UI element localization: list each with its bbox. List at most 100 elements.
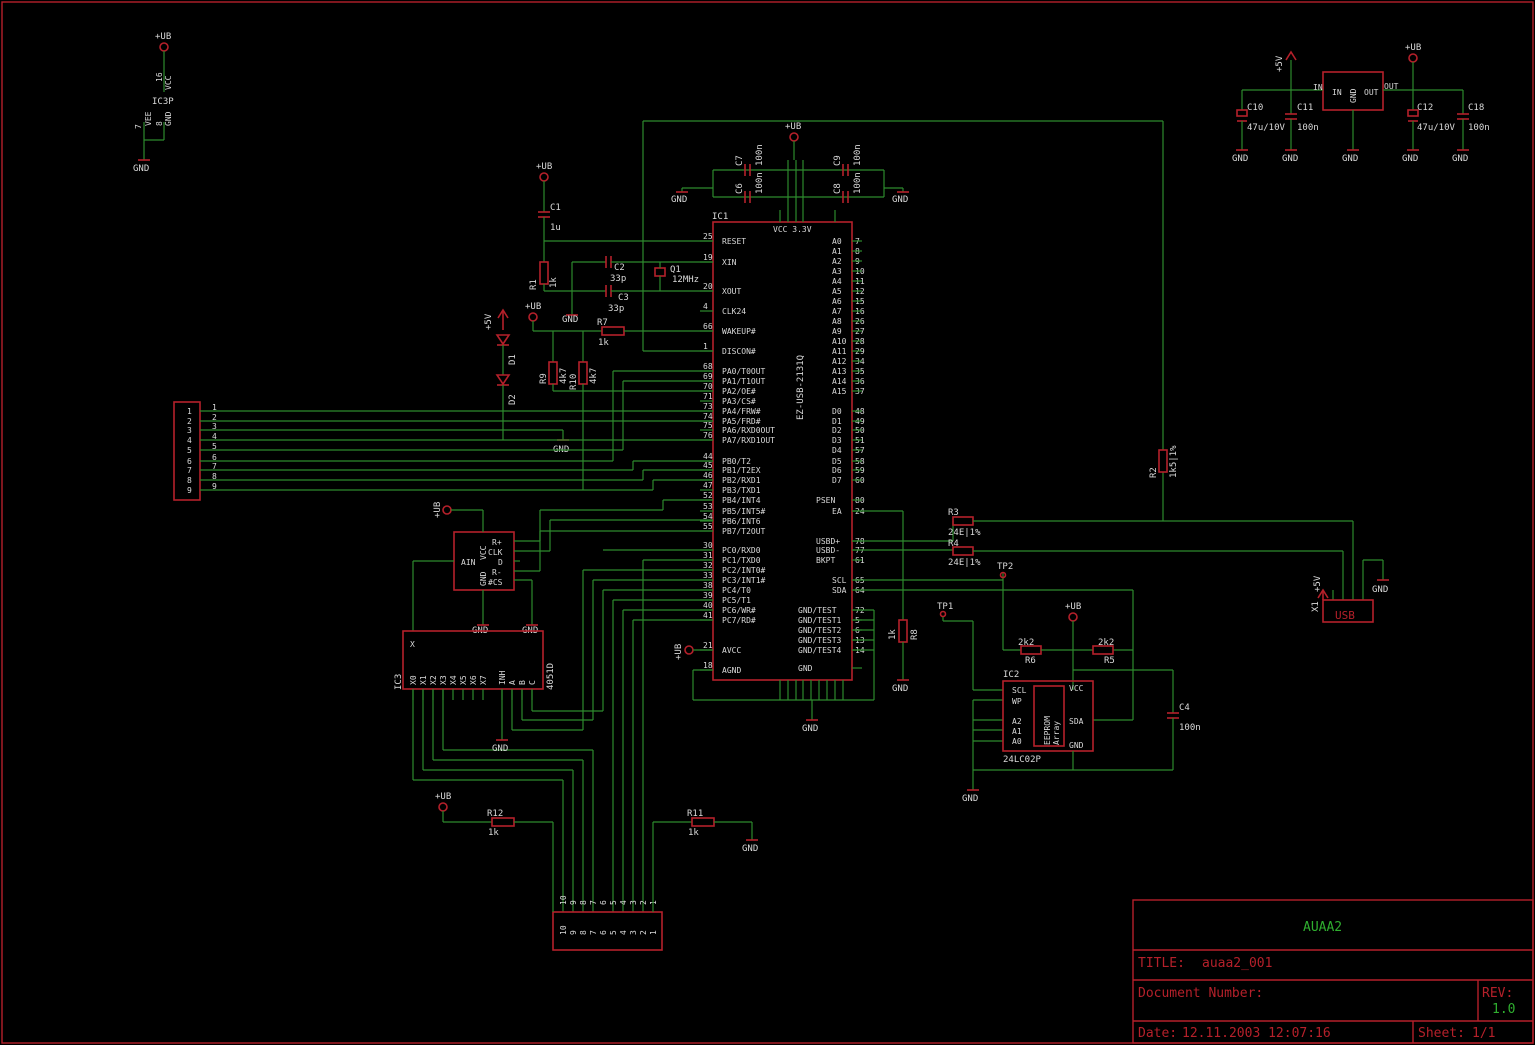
ic1-pin-label: PA5/FRD#: [722, 417, 761, 426]
svg-text:D: D: [498, 558, 503, 567]
connector-pin-number: 6: [599, 930, 608, 935]
document-number-label: Document Number:: [1138, 986, 1263, 1001]
svg-text:GND: GND: [1232, 154, 1248, 164]
svg-text:R9: R9: [539, 373, 549, 384]
revision-label: REV:: [1482, 986, 1513, 1001]
svg-text:+UB: +UB: [1065, 602, 1081, 612]
ic1-pin-label: D7: [832, 476, 842, 485]
mux-pin-label: B: [518, 680, 527, 685]
connector-pin-number: 9: [187, 486, 192, 495]
svg-text:C12: C12: [1417, 103, 1433, 113]
connector-wire-number: 10: [559, 895, 568, 905]
ic1-pin-label: PA0/T0OUT: [722, 367, 766, 376]
ic1-pin-label: PC0/RXD0: [722, 546, 761, 555]
sheet-value: 1/1: [1472, 1026, 1495, 1041]
ic1-pin-number: 45: [703, 461, 713, 470]
svg-text:GND: GND: [742, 844, 758, 854]
svg-text:GND: GND: [479, 571, 488, 586]
ic1-pin-label: PA3/CS#: [722, 397, 756, 406]
svg-text:A1: A1: [1012, 727, 1022, 736]
svg-text:47u/10V: 47u/10V: [1247, 123, 1286, 133]
svg-text:C8: C8: [833, 183, 843, 194]
svg-text:GND: GND: [1069, 741, 1084, 750]
ic1-pin-label: A11: [832, 347, 847, 356]
connector-pin-number: 7: [589, 930, 598, 935]
connector-wire-number: 1: [212, 403, 217, 412]
ic1-pin-label: PC1/TXD0: [722, 556, 761, 565]
connector-pin-number: 4: [187, 436, 192, 445]
svg-text:GND: GND: [1372, 585, 1388, 595]
svg-text:C4: C4: [1179, 703, 1190, 713]
ic1-pin-label: PC5/T1: [722, 596, 751, 605]
ic1-pin-number: 32: [703, 561, 713, 570]
ic1-pin-label: PA4/FRW#: [722, 407, 761, 416]
svg-text:R5: R5: [1104, 656, 1115, 666]
svg-text:SCL: SCL: [1012, 686, 1027, 695]
ic1-pin-label: PB4/INT4: [722, 496, 761, 505]
svg-text:4k7: 4k7: [589, 368, 599, 384]
svg-text:1k: 1k: [688, 828, 699, 838]
connector-wire-number: 4: [619, 900, 628, 905]
ic1-pin-label: D1: [832, 417, 842, 426]
svg-text:1k: 1k: [549, 277, 559, 288]
ic1-pin-label: PB1/T2EX: [722, 466, 761, 475]
ic1-pin-label: USBD-: [816, 546, 840, 555]
ic1-pin-number: 1: [703, 342, 708, 351]
svg-text:8: 8: [155, 121, 164, 126]
svg-text:EEPROM: EEPROM: [1043, 716, 1052, 745]
ic1-pin-label: SCL: [832, 576, 847, 585]
connector-wire-number: 2: [639, 900, 648, 905]
ic1-pin-number: 76: [703, 431, 713, 440]
svg-text:1k: 1k: [888, 629, 898, 640]
svg-text:100n: 100n: [1468, 123, 1490, 133]
svg-text:33p: 33p: [610, 274, 626, 284]
connector-wire-number: 2: [212, 413, 217, 422]
svg-text:100n: 100n: [1297, 123, 1319, 133]
ic1-pin-number: 21: [703, 641, 713, 650]
svg-text:GND: GND: [962, 794, 978, 804]
connector-pin-number: 5: [187, 446, 192, 455]
connector-pin-number: 2: [187, 417, 192, 426]
ic1-pin-label: D0: [832, 407, 842, 416]
ic1-pin-label: D5: [832, 457, 842, 466]
ic1-pin-label: PC4/T0: [722, 586, 751, 595]
svg-text:2k2: 2k2: [1018, 638, 1034, 648]
mux-pin-label: INH: [498, 670, 507, 685]
ic1-pin-label: PA1/T1OUT: [722, 377, 766, 386]
ic1-value: EZ-USB-2131Q: [796, 355, 806, 420]
usb-connector-label: USB: [1335, 609, 1355, 622]
ic1-pin-label: PB2/RXD1: [722, 476, 761, 485]
svg-text:VCC: VCC: [164, 75, 173, 90]
svg-text:R10: R10: [569, 374, 579, 390]
svg-text:2k2: 2k2: [1098, 638, 1114, 648]
ic1-pin-label: PC6/WR#: [722, 606, 756, 615]
svg-text:GND: GND: [562, 315, 578, 325]
svg-text:C3: C3: [618, 293, 629, 303]
connector-wire-number: 3: [212, 422, 217, 431]
ic1-pin-number: 25: [703, 232, 713, 241]
ic1-pin-label: AVCC: [722, 646, 741, 655]
ic1-pin-label: A3: [832, 267, 842, 276]
connector-wire-number: 8: [212, 472, 217, 481]
svg-text:GND: GND: [1342, 154, 1358, 164]
ic1-pin-number: 74: [703, 412, 713, 421]
ic1-pin-label: WAKEUP#: [722, 327, 756, 336]
ic1-pin-label: PB3/TXD1: [722, 486, 761, 495]
svg-text:100n: 100n: [755, 172, 765, 194]
svg-text:GND: GND: [892, 195, 908, 205]
connector-wire-number: 9: [569, 900, 578, 905]
svg-text:R1: R1: [529, 279, 539, 290]
svg-text:IN: IN: [1313, 83, 1323, 92]
ic1-pin-label: SDA: [832, 586, 847, 595]
ic1-pin-label: A5: [832, 287, 842, 296]
ic1-pin-number: 68: [703, 362, 713, 371]
svg-text:7: 7: [134, 124, 143, 129]
ic1-pin-number: 55: [703, 522, 713, 531]
svg-text:R+: R+: [492, 538, 502, 547]
diodes: +5V D1 D2: [484, 308, 518, 440]
ic1-pin-label: A9: [832, 327, 842, 336]
title-label: TITLE:: [1138, 956, 1185, 971]
svg-text:X1: X1: [1311, 601, 1321, 612]
reset-crystal: +UB C1 1u R1 1k GND C2 33p C3 33p Q1 12M…: [529, 162, 713, 325]
